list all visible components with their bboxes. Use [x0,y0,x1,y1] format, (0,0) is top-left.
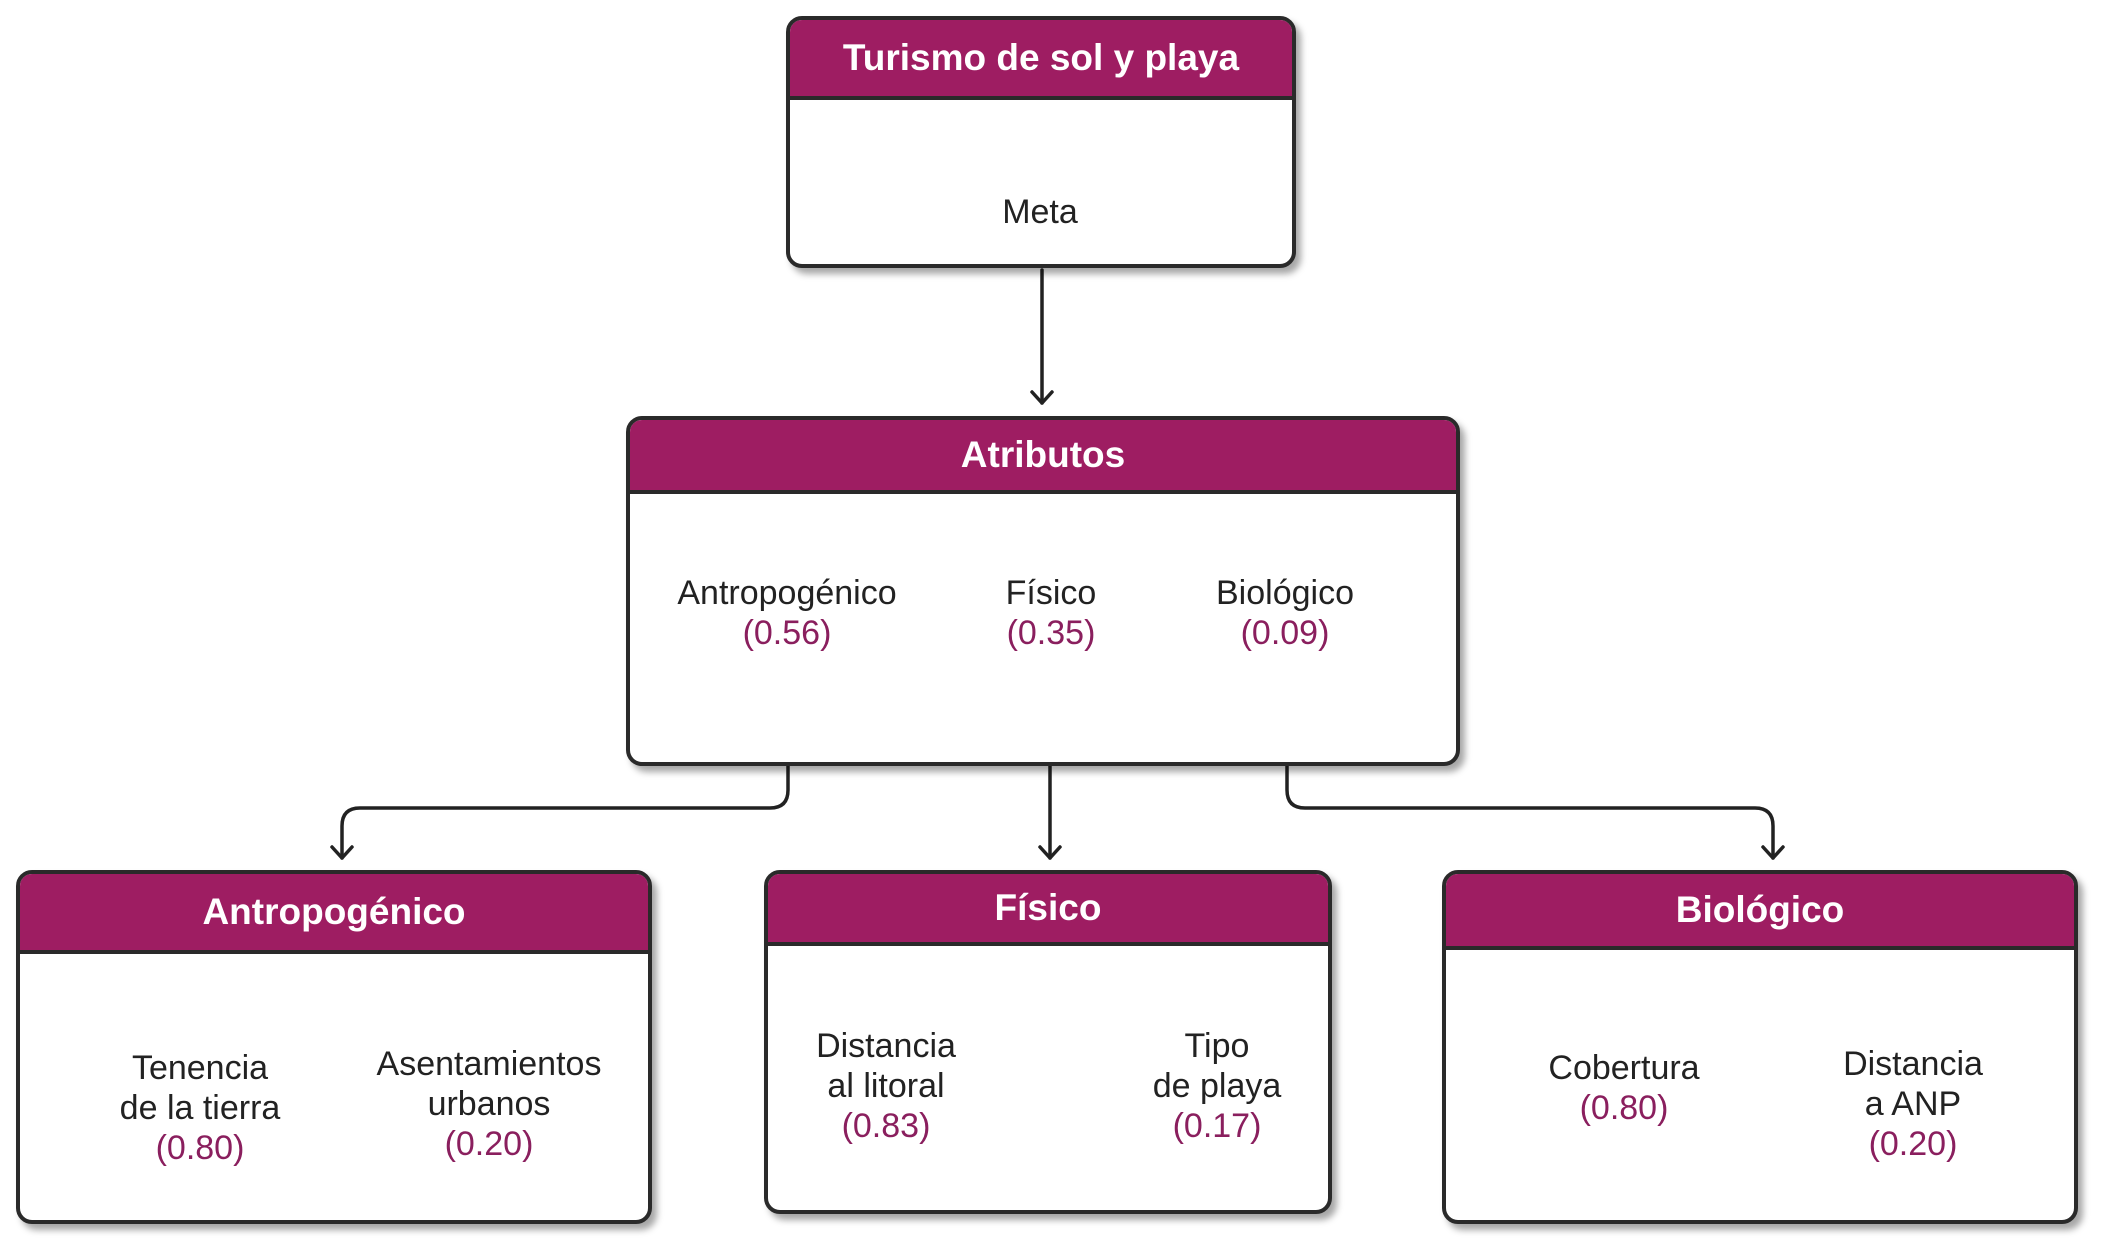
attribute-item-biological: Biológico (0.09) [1216,573,1354,653]
criterion-weight: (0.80) [1579,1089,1669,1127]
attribute-name: Antropogénico [677,574,897,612]
criterion-weight: (0.20) [1868,1125,1958,1163]
criterion-land-tenure: Tenencia de la tierra (0.80) [119,1049,281,1167]
group-box-biological: Biológico [1442,870,2078,1224]
goal-label: Meta [1002,193,1078,231]
attribute-name: Físico [1005,574,1097,612]
attribute-weight: (0.56) [742,614,832,652]
arrowhead [1761,845,1785,860]
arrowhead [1038,845,1062,860]
attributes-box: Atributos [626,416,1460,766]
criterion-weight: (0.17) [1172,1107,1262,1145]
group-title: Físico [768,874,1328,946]
goal-box: Turismo de sol y playa [786,16,1296,268]
goal-title: Turismo de sol y playa [790,20,1292,100]
criterion-beach-type: Tipo de playa (0.17) [1152,1027,1282,1145]
criterion-weight: (0.20) [444,1125,534,1163]
attribute-item-anthropogenic: Antropogénico (0.56) [677,573,896,653]
attribute-name: Biológico [1216,574,1354,612]
arrowhead [330,845,354,860]
attribute-weight: (0.35) [1006,614,1096,652]
arrowhead [1030,390,1054,405]
criterion-coverage: Cobertura (0.80) [1548,1049,1700,1127]
criterion-distance-anp: Distancia a ANP (0.20) [1843,1045,1983,1163]
attribute-weight: (0.09) [1240,614,1330,652]
criterion-distance-coast: Distancia al litoral (0.83) [816,1027,956,1145]
group-title: Biológico [1446,874,2074,950]
attribute-item-physical: Físico (0.35) [1006,573,1097,653]
criterion-weight: (0.83) [841,1107,931,1145]
criterion-urban-settlements: Asentamientos urbanos (0.20) [376,1045,602,1163]
group-box-physical: Físico [764,870,1332,1214]
group-title: Antropogénico [20,874,648,954]
group-box-anthropogenic: Antropogénico [16,870,652,1224]
attributes-title: Atributos [630,420,1456,494]
criterion-weight: (0.80) [155,1129,245,1167]
